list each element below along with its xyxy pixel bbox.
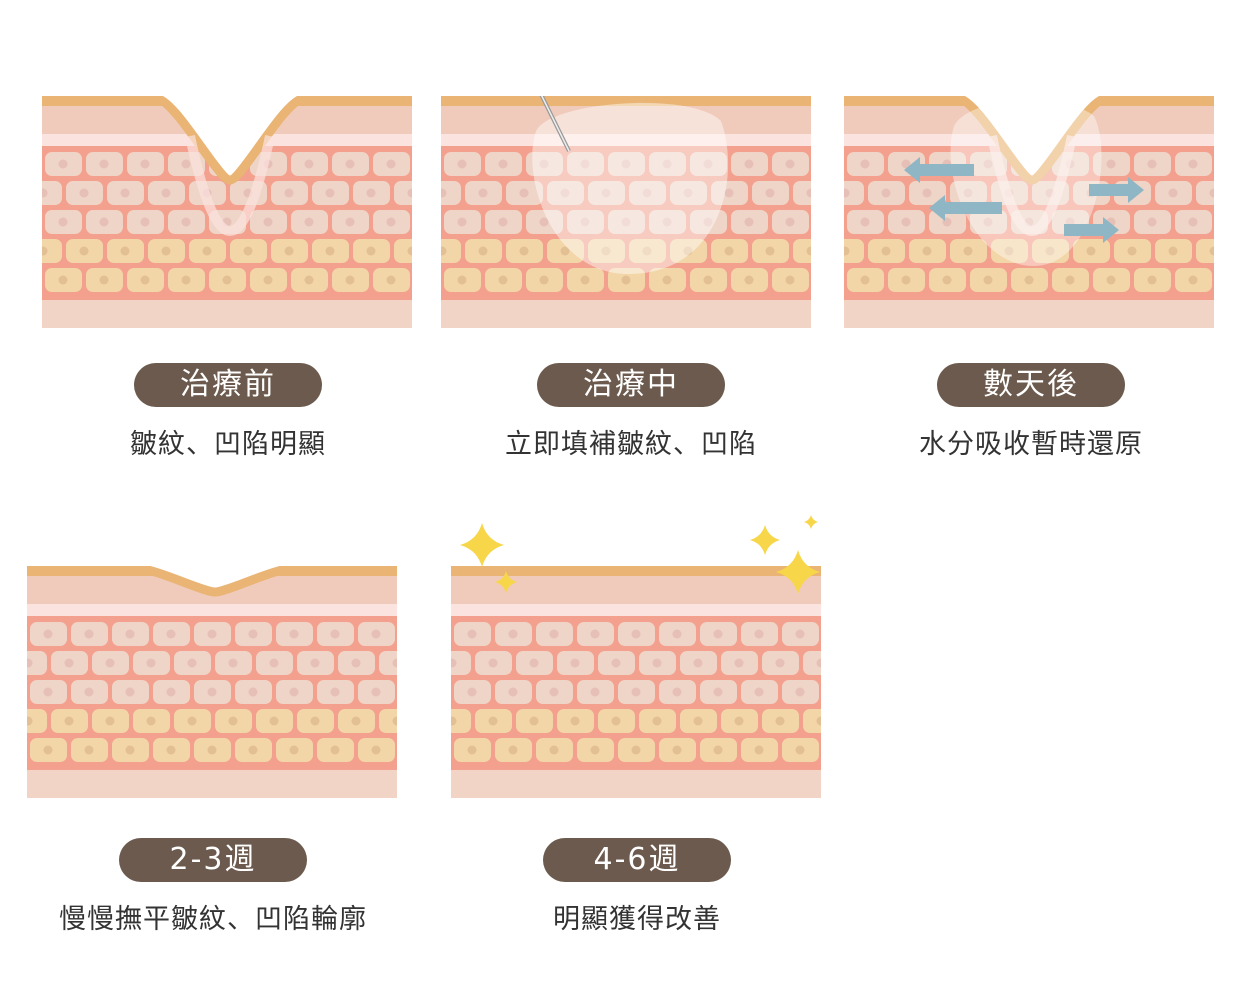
arrow-left-icon [929,195,1002,221]
skin-cell [1196,239,1214,263]
skin-cell [42,239,62,263]
skin-before-illustration [42,96,412,328]
step-caption-during: 立即填補皺紋、凹陷 [505,429,757,460]
skin-cell [803,651,821,675]
skin-cell [803,709,821,733]
step-label-during: 治療中 [537,363,725,407]
step-caption-days-after: 水分吸收暫時還原 [919,429,1143,460]
skin-4-6-weeks-illustration [451,566,821,798]
skin-cell [27,651,47,675]
arrow-right-icon [1089,177,1144,203]
sparkle-icon [495,571,517,593]
skin-cell [451,651,471,675]
step-label-before: 治療前 [134,363,322,407]
arrow-right-icon [1064,217,1119,243]
sparkle-icons [460,515,820,594]
skin-cell [451,709,471,733]
skin-cell [27,709,47,733]
step-caption-4-6-weeks: 明顯獲得改善 [553,904,721,935]
skin-cell [1196,181,1214,205]
step-caption-2-3-weeks: 慢慢撫平皺紋、凹陷輪廓 [59,904,367,935]
skin-cell [441,239,461,263]
skin-cell [394,181,412,205]
skin-2-3-weeks-illustration [27,566,397,798]
skin-cell [42,181,62,205]
filler-gel [950,99,1102,267]
step-label-2-3-weeks: 2-3週 [119,838,307,882]
skin-cell [441,181,461,205]
sparkle-icon [460,523,504,567]
step-label-4-6-weeks: 4-6週 [543,838,731,882]
step-caption-before: 皺紋、凹陷明顯 [130,429,326,460]
skin-cell [793,239,811,263]
arrow-left-icon [904,157,974,183]
skin-cell [379,651,397,675]
skin-during-illustration [441,96,811,328]
sparkle-icon [776,550,820,594]
filler-gel [532,102,729,275]
skin-cell [379,709,397,733]
sparkle-icon [750,525,780,555]
step-label-days-after: 數天後 [937,363,1125,407]
skin-cell [844,181,864,205]
skin-cell [844,239,864,263]
skin-cell [394,239,412,263]
skin-days-after-illustration [844,96,1214,328]
skin-cell [793,181,811,205]
sparkle-icon [804,515,818,529]
